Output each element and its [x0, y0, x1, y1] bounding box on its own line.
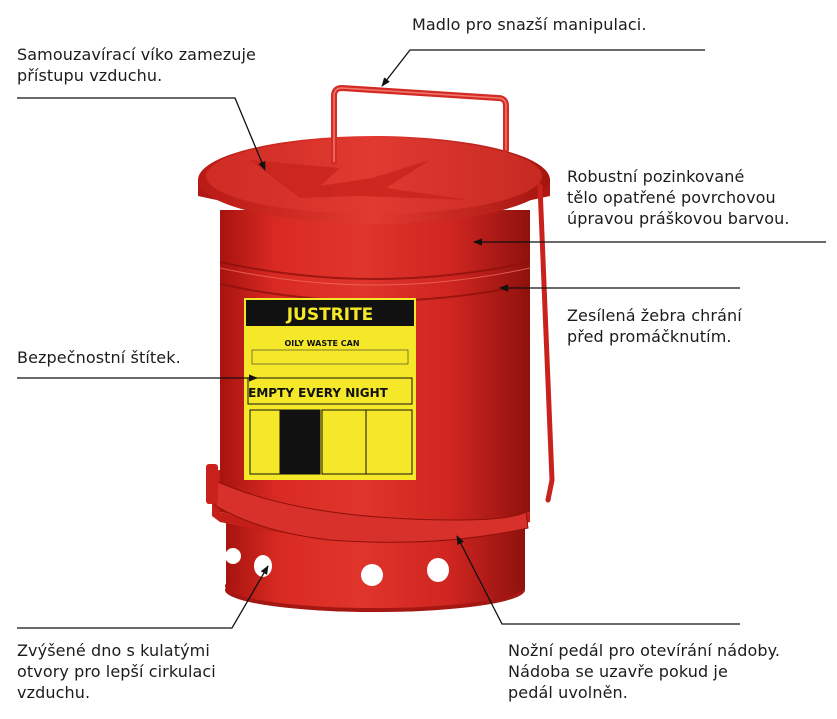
- label-product: OILY WASTE CAN: [284, 339, 359, 348]
- callout-ribs-line-2: před promáčknutím.: [567, 327, 732, 346]
- leader-lines: [17, 49, 826, 629]
- foot-pedal: [206, 464, 530, 543]
- vent-hole: [427, 558, 449, 582]
- callout-pedal-line-3: pedál uvolněn.: [508, 683, 628, 702]
- callout-body: Robustní pozinkované tělo opatřené povrc…: [567, 166, 790, 229]
- callout-ribs-line-1: Zesílená žebra chrání: [567, 306, 742, 325]
- callout-pedal-line-2: Nádoba se uzavře pokud je: [508, 662, 728, 681]
- safety-label: JUSTRITE OILY WASTE CAN EMPTY EVERY NIGH…: [244, 298, 416, 480]
- callout-base-line-2: otvory pro lepší cirkulaci: [17, 662, 216, 681]
- self-closing-lid: [198, 136, 550, 224]
- callout-body-line-1: Robustní pozinkované: [567, 167, 745, 186]
- callout-pedal: Nožní pedál pro otevírání nádoby. Nádoba…: [508, 640, 780, 703]
- callout-ribs: Zesílená žebra chrání před promáčknutím.: [567, 305, 742, 347]
- leader-lid: [17, 97, 266, 171]
- label-brand: JUSTRITE: [286, 305, 374, 325]
- leader-handle: [381, 49, 705, 87]
- vent-hole: [225, 548, 241, 564]
- callout-lid-line-1: Samouzavírací víko zamezuje: [17, 45, 256, 64]
- leader-pedal: [456, 535, 740, 625]
- callout-label: Bezpečnostní štítek.: [17, 347, 181, 368]
- callout-base: Zvýšené dno s kulatými otvory pro lepší …: [17, 640, 216, 703]
- callout-body-line-3: úpravou práškovou barvou.: [567, 209, 790, 228]
- callout-pedal-line-1: Nožní pedál pro otevírání nádoby.: [508, 641, 781, 660]
- label-warning: EMPTY EVERY NIGHT: [248, 386, 389, 400]
- leader-base: [17, 565, 269, 629]
- waste-can: JUSTRITE OILY WASTE CAN EMPTY EVERY NIGH…: [198, 84, 555, 612]
- callout-lid: Samouzavírací víko zamezuje přístupu vzd…: [17, 44, 256, 86]
- callout-body-line-2: tělo opatřené povrchovou: [567, 188, 776, 207]
- callout-base-line-3: vzduchu.: [17, 683, 91, 702]
- callout-handle: Madlo pro snazší manipulaci.: [412, 14, 647, 35]
- callout-handle-line-1: Madlo pro snazší manipulaci.: [412, 15, 647, 34]
- can-base: [225, 520, 525, 612]
- callout-label-line-1: Bezpečnostní štítek.: [17, 348, 181, 367]
- callout-lid-line-2: přístupu vzduchu.: [17, 66, 163, 85]
- callout-base-line-1: Zvýšené dno s kulatými: [17, 641, 210, 660]
- vent-hole: [361, 564, 383, 586]
- pedal-rod: [537, 183, 555, 503]
